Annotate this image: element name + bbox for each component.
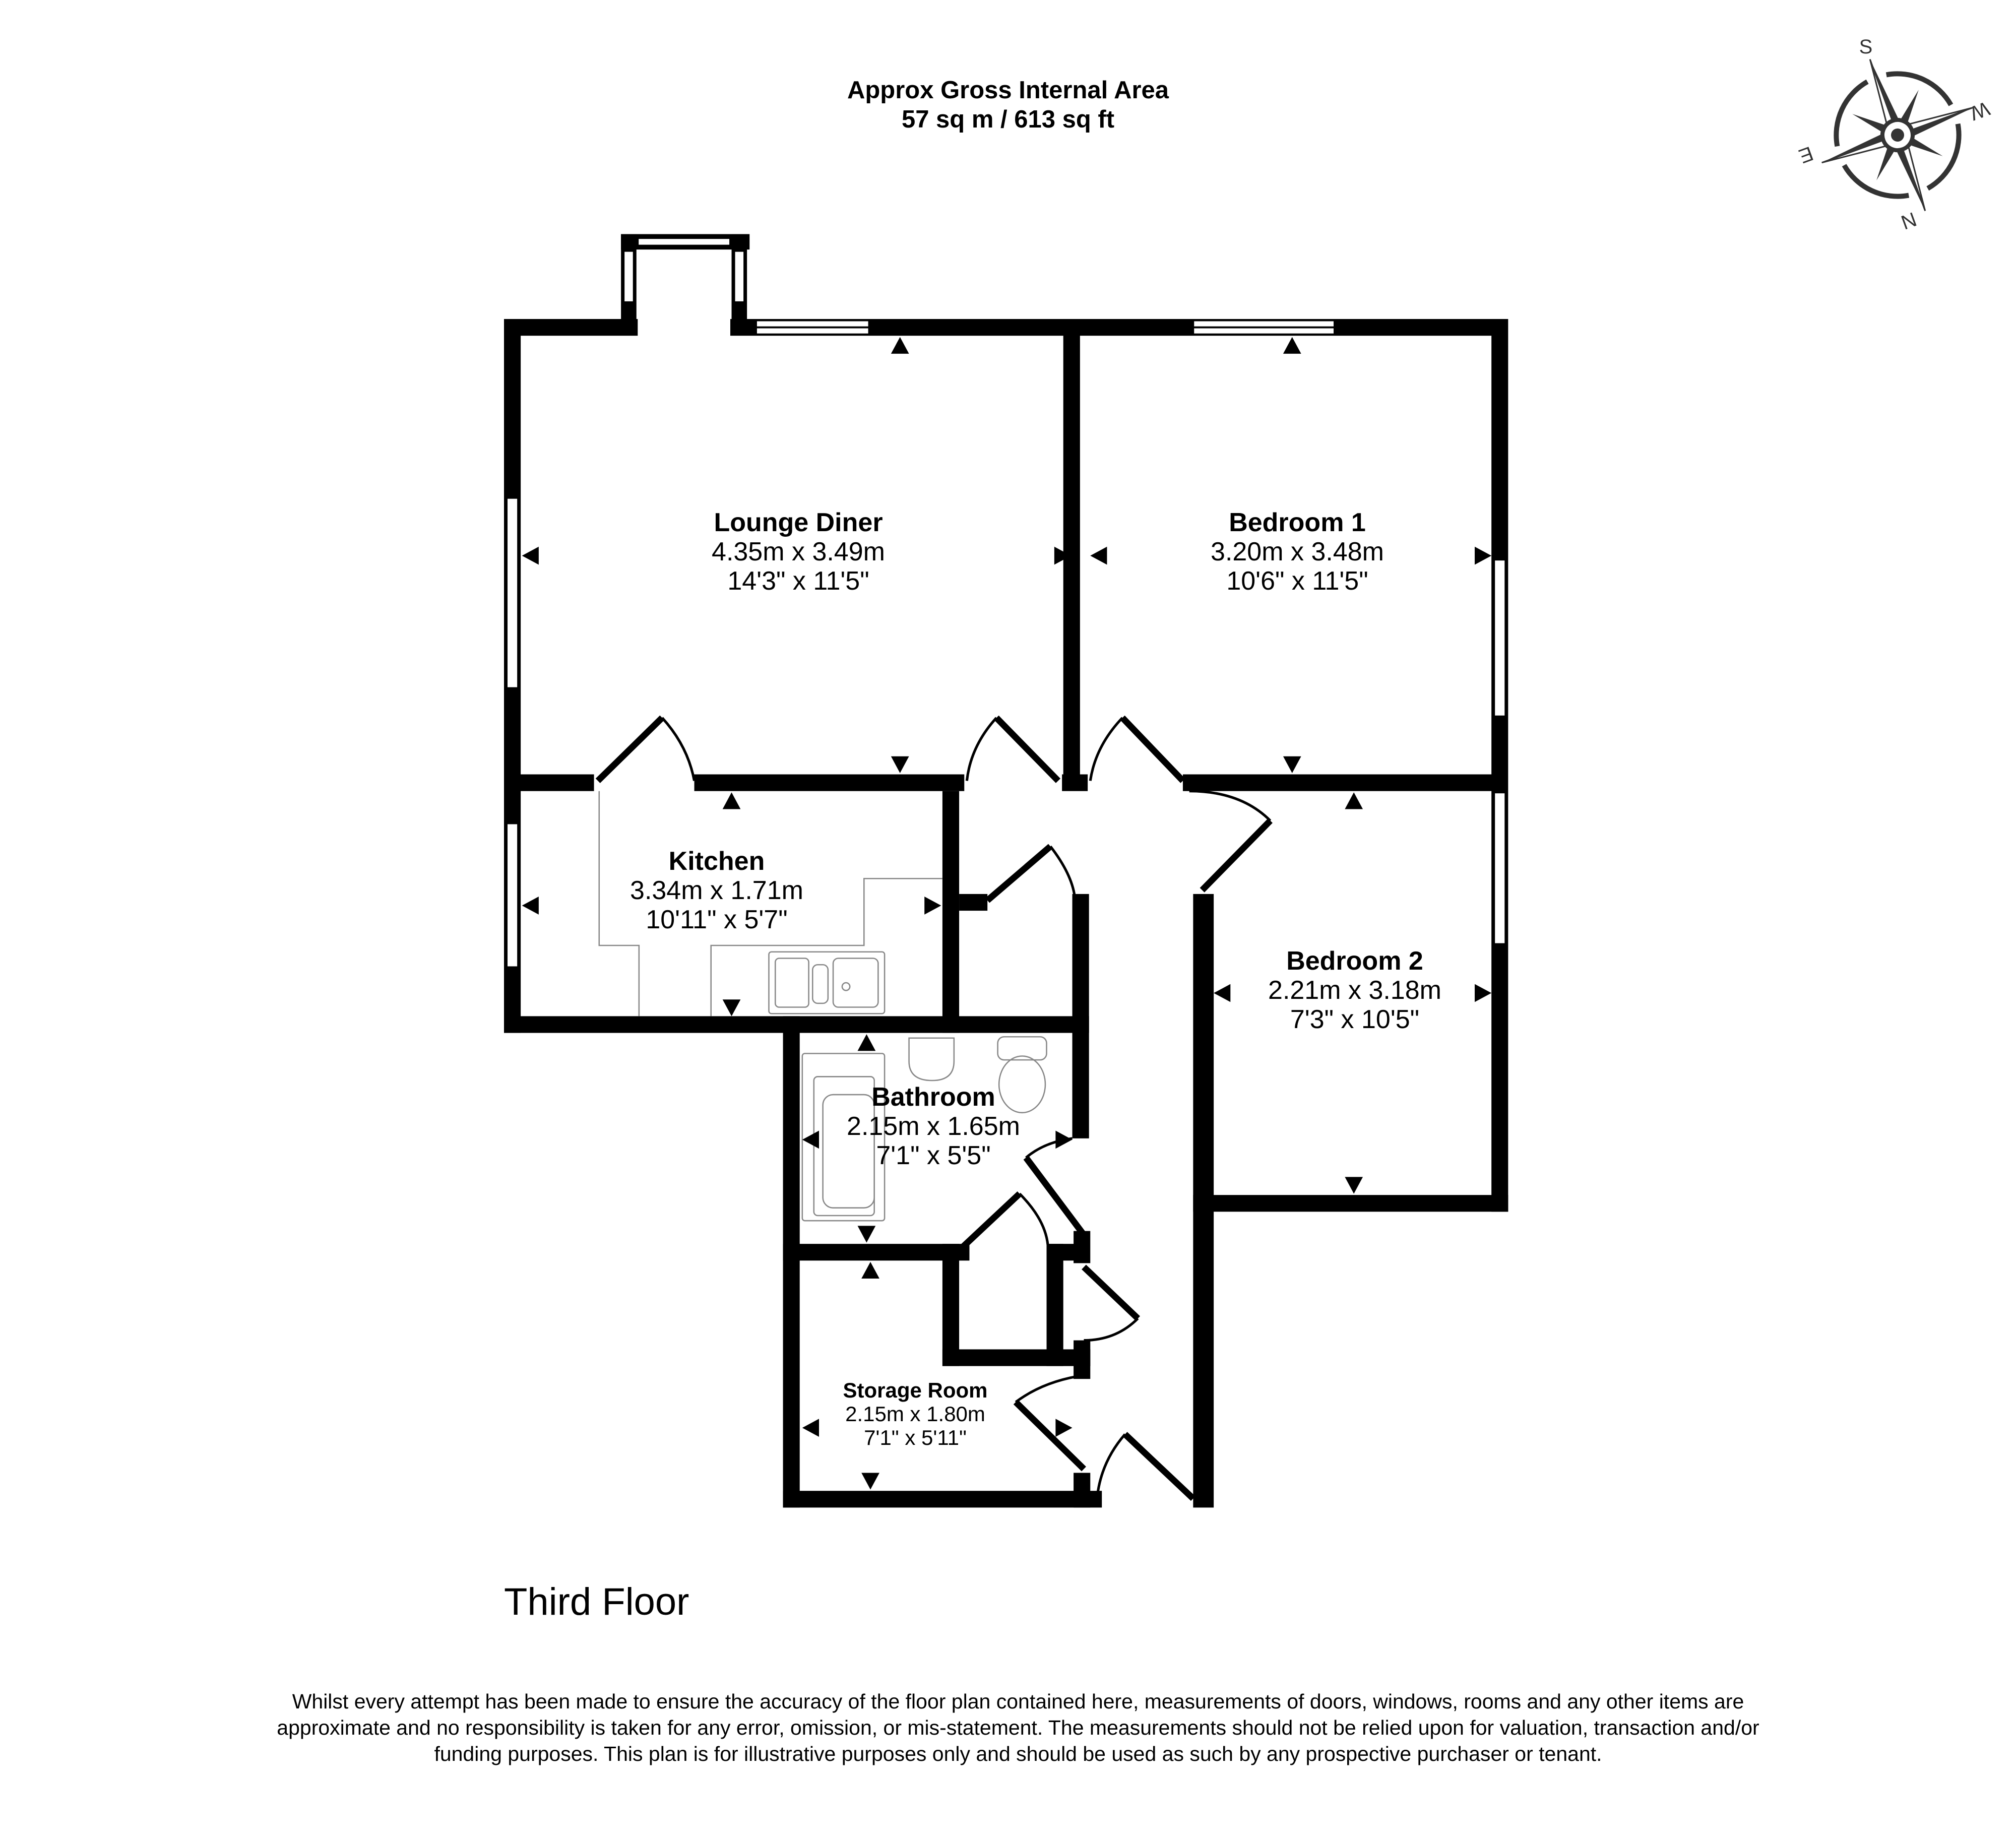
room-imperial-size: 7'3" x 10'5"	[1290, 1005, 1420, 1035]
room-imperial-size: 10'6" x 11'5"	[1226, 566, 1368, 596]
room-metric-size: 4.35m x 3.49m	[712, 537, 885, 567]
room-bedroom-1: Bedroom 1 3.20m x 3.48m 10'6" x 11'5"	[1211, 508, 1384, 596]
room-lounge-diner: Lounge Diner 4.35m x 3.49m 14'3" x 11'5"	[712, 508, 885, 596]
room-bathroom: Bathroom 2.15m x 1.65m 7'1" x 5'5"	[847, 1083, 1020, 1171]
room-name: Kitchen	[668, 847, 765, 876]
compass-south-label: S	[1859, 36, 1873, 58]
room-metric-size: 3.20m x 3.48m	[1211, 537, 1384, 567]
room-kitchen: Kitchen 3.34m x 1.71m 10'11" x 5'7"	[630, 847, 803, 935]
room-imperial-size: 7'1" x 5'11"	[864, 1426, 967, 1450]
room-metric-size: 3.34m x 1.71m	[630, 876, 803, 906]
room-bedroom-2: Bedroom 2 2.21m x 3.18m 7'3" x 10'5"	[1268, 946, 1441, 1035]
room-name: Bedroom 2	[1286, 946, 1423, 976]
room-imperial-size: 10'11" x 5'7"	[646, 905, 788, 935]
disclaimer-text: Whilst every attempt has been made to en…	[277, 1690, 1759, 1765]
room-metric-size: 2.15m x 1.65m	[847, 1112, 1020, 1141]
room-metric-size: 2.15m x 1.80m	[845, 1402, 985, 1426]
room-name: Bedroom 1	[1229, 508, 1366, 537]
room-name: Bathroom	[871, 1083, 995, 1112]
room-metric-size: 2.21m x 3.18m	[1268, 976, 1441, 1005]
room-imperial-size: 7'1" x 5'5"	[876, 1141, 991, 1171]
gross-area-label: Approx Gross Internal Area	[847, 77, 1169, 104]
floor-label: Third Floor	[504, 1580, 689, 1623]
gross-area-value: 57 sq m / 613 sq ft	[901, 106, 1115, 133]
room-storage: Storage Room 2.15m x 1.80m 7'1" x 5'11"	[843, 1378, 987, 1449]
room-name: Lounge Diner	[714, 508, 883, 537]
room-imperial-size: 14'3" x 11'5"	[727, 566, 869, 596]
gross-area-header: Approx Gross Internal Area 57 sq m / 613…	[0, 76, 2016, 134]
room-name: Storage Room	[843, 1378, 988, 1402]
compass-rose-icon: S W E N	[1796, 36, 1992, 234]
